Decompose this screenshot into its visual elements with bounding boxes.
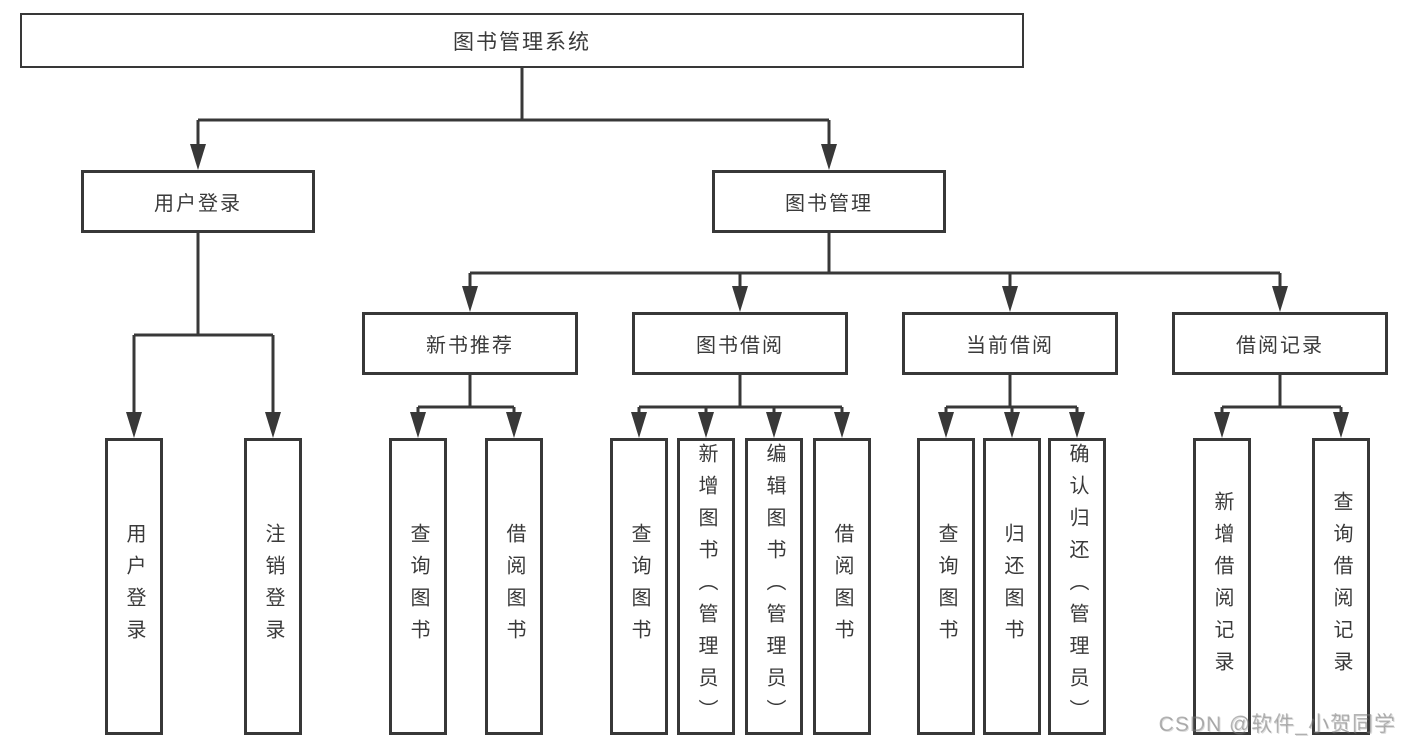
leaf-return-books: 归还图书 bbox=[983, 438, 1041, 735]
leaf-query-books-1: 查询图书 bbox=[389, 438, 447, 735]
node-label: 用户登录 bbox=[123, 522, 145, 651]
node-label: 新增借阅记录 bbox=[1211, 490, 1233, 683]
leaf-query-books-2: 查询图书 bbox=[610, 438, 668, 735]
node-label: 确认归还（管理员） bbox=[1066, 442, 1088, 731]
node-label: 图书管理 bbox=[785, 193, 873, 215]
node-label: 新书推荐 bbox=[426, 335, 514, 357]
node-label: 查询图书 bbox=[628, 522, 650, 651]
leaf-add-books-admin: 新增图书（管理员） bbox=[677, 438, 735, 735]
leaf-query-books-3: 查询图书 bbox=[917, 438, 975, 735]
node-label: 图书借阅 bbox=[696, 335, 784, 357]
node-label: 查询图书 bbox=[935, 522, 957, 651]
arrowhead-icons bbox=[126, 144, 1349, 438]
node-user-login: 用户登录 bbox=[81, 170, 315, 233]
node-book-borrow: 图书借阅 bbox=[632, 312, 848, 375]
node-label: 查询图书 bbox=[407, 522, 429, 651]
node-label: 注销登录 bbox=[262, 522, 284, 651]
leaf-confirm-return-admin: 确认归还（管理员） bbox=[1048, 438, 1106, 735]
node-book-management: 图书管理 bbox=[712, 170, 946, 233]
node-label: 查询借阅记录 bbox=[1330, 490, 1352, 683]
node-label: 新增图书（管理员） bbox=[695, 442, 717, 731]
node-label: 借阅图书 bbox=[831, 522, 853, 651]
node-label: 当前借阅 bbox=[966, 335, 1054, 357]
node-new-book-recommend: 新书推荐 bbox=[362, 312, 578, 375]
node-root-system: 图书管理系统 bbox=[20, 13, 1024, 68]
node-borrow-records: 借阅记录 bbox=[1172, 312, 1388, 375]
node-label: 借阅图书 bbox=[503, 522, 525, 651]
leaf-user-login: 用户登录 bbox=[105, 438, 163, 735]
node-label: 借阅记录 bbox=[1236, 335, 1324, 357]
csdn-watermark: CSDN @软件_小贺同学 bbox=[1158, 713, 1396, 736]
node-label: 归还图书 bbox=[1001, 522, 1023, 651]
leaf-add-borrow-record: 新增借阅记录 bbox=[1193, 438, 1251, 735]
leaf-query-borrow-record: 查询借阅记录 bbox=[1312, 438, 1370, 735]
node-label: 编辑图书（管理员） bbox=[763, 442, 785, 731]
node-current-borrow: 当前借阅 bbox=[902, 312, 1118, 375]
leaf-borrow-books-1: 借阅图书 bbox=[485, 438, 543, 735]
leaf-edit-books-admin: 编辑图书（管理员） bbox=[745, 438, 803, 735]
node-label: 用户登录 bbox=[154, 193, 242, 215]
leaf-borrow-books-2: 借阅图书 bbox=[813, 438, 871, 735]
node-label: 图书管理系统 bbox=[453, 30, 591, 54]
leaf-logout: 注销登录 bbox=[244, 438, 302, 735]
